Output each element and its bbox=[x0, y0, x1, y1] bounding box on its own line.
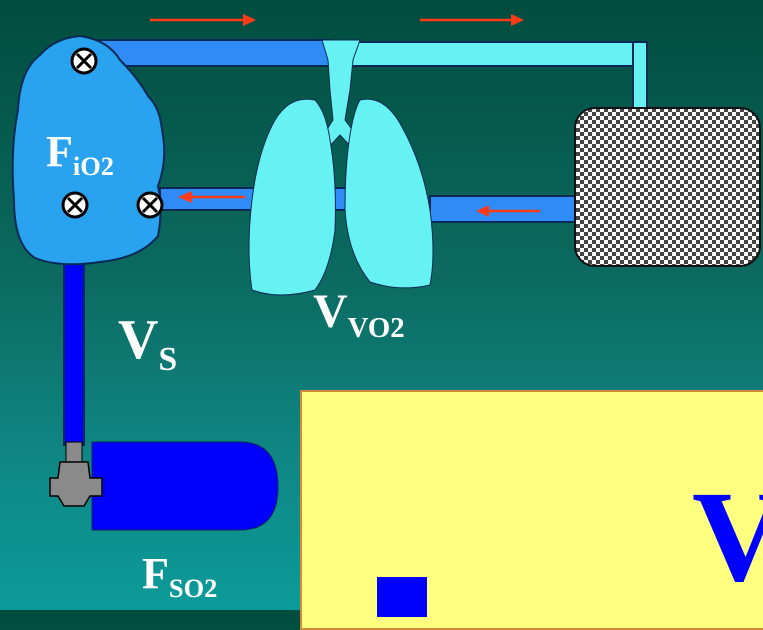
label-fso2-main: F bbox=[142, 549, 169, 598]
label-fio2-sub: iO2 bbox=[72, 151, 114, 182]
inspiratory-tube-right bbox=[344, 41, 636, 67]
label-vvo2-main: V bbox=[313, 285, 348, 338]
panel-blue-block bbox=[377, 577, 427, 617]
gas-cylinder-icon bbox=[91, 441, 279, 531]
label-vvo2-sub: VO2 bbox=[347, 312, 405, 345]
yellow-formula-panel: V bbox=[300, 390, 763, 630]
ventilation-diagram: FiO2 VVO2 VS FSO2 V bbox=[11, 14, 763, 630]
arrow-top-1-head bbox=[243, 14, 256, 26]
circle-x-valve-icon bbox=[70, 47, 98, 75]
circuit-diagram bbox=[11, 14, 761, 531]
right-lung bbox=[344, 98, 434, 289]
label-vvo2: VVO2 bbox=[313, 285, 405, 343]
label-fso2: FSO2 bbox=[142, 549, 217, 602]
circle-x-valve-icon bbox=[136, 191, 164, 219]
label-fso2-sub: SO2 bbox=[168, 573, 218, 604]
reservoir-bag bbox=[11, 34, 166, 266]
arrow-top-2-head bbox=[511, 14, 524, 26]
label-vs-sub: S bbox=[158, 340, 178, 378]
trachea bbox=[319, 39, 361, 149]
arrow-left-return-head bbox=[178, 191, 192, 203]
expiratory-tube-right bbox=[429, 195, 581, 223]
arrow-right-return-head bbox=[476, 205, 489, 217]
flow-arrows bbox=[150, 14, 540, 217]
label-fio2: FiO2 bbox=[46, 127, 114, 180]
left-lung bbox=[248, 98, 336, 296]
lungs-icon bbox=[248, 39, 434, 296]
checkered-canister-icon bbox=[574, 107, 761, 267]
panel-symbol: V bbox=[692, 472, 763, 602]
regulator-icon bbox=[49, 441, 103, 507]
label-vs: VS bbox=[118, 309, 177, 376]
absorber-connector bbox=[632, 41, 648, 111]
label-vs-main: V bbox=[118, 309, 159, 371]
circle-x-valve-icon bbox=[61, 191, 89, 219]
label-fio2-main: F bbox=[46, 127, 73, 176]
